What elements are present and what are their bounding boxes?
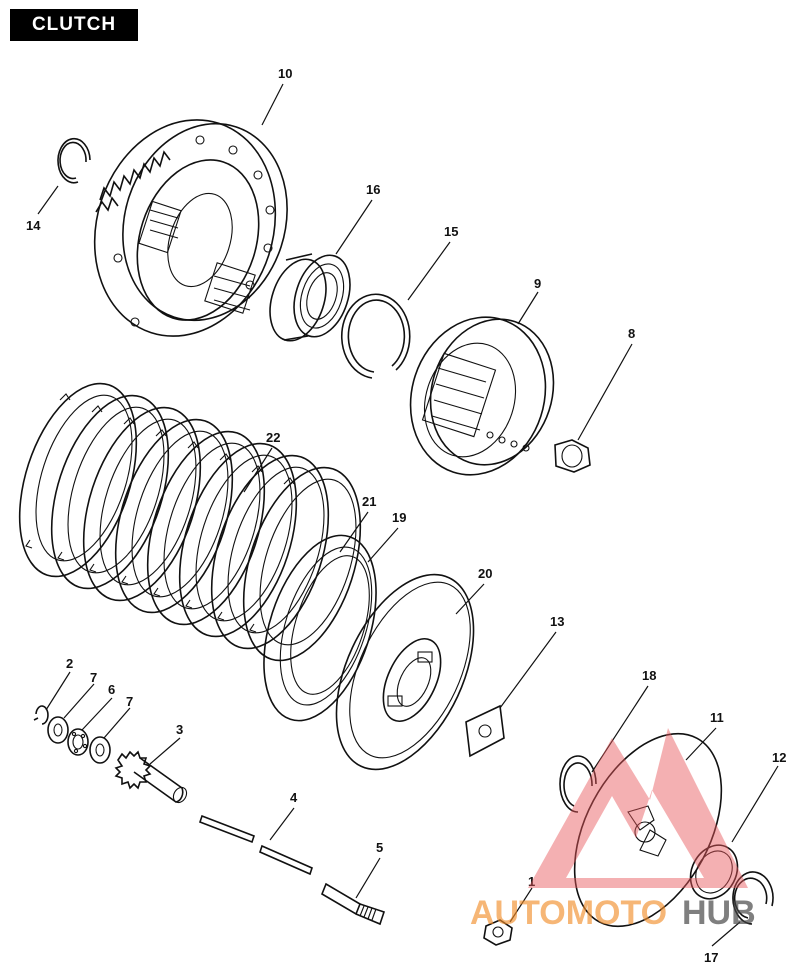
callout-11: 11: [710, 710, 724, 725]
callout-1: 1: [528, 874, 535, 889]
callout-19: 19: [392, 510, 406, 525]
callout-14: 14: [26, 218, 41, 233]
watermark-logo: AUTOMOTO HUB: [470, 728, 756, 932]
callout-7a: 7: [90, 670, 97, 685]
hub-nut: [554, 439, 591, 473]
callout-17: 17: [704, 950, 718, 965]
callout-9: 9: [534, 276, 541, 291]
callout-2: 2: [66, 656, 73, 671]
clutch-shell: [93, 119, 288, 337]
release-gear-rod: [114, 750, 188, 804]
snap-ring: [340, 293, 411, 379]
callout-7b: 7: [126, 694, 133, 709]
callout-18: 18: [642, 668, 656, 683]
lockplate: [465, 704, 505, 758]
adjusting-screw: [321, 882, 386, 926]
retaining-ring-14: [57, 137, 91, 184]
retaining-ring-18: [559, 755, 597, 813]
spring-seat-ring: [689, 844, 739, 900]
release-hardware-stack: [33, 705, 111, 764]
watermark-triangle: [528, 728, 748, 888]
callout-13: 13: [550, 614, 564, 629]
callout-4: 4: [290, 790, 298, 805]
callout-16: 16: [366, 182, 380, 197]
adjuster-nut: [483, 919, 513, 946]
watermark-text-automoto: AUTOMOTO: [470, 894, 667, 932]
bearing: [269, 253, 351, 342]
callout-12: 12: [772, 750, 786, 765]
retaining-ring-17: [732, 871, 774, 925]
callout-6: 6: [108, 682, 115, 697]
callout-8: 8: [628, 326, 635, 341]
push-rod: [198, 814, 313, 876]
pressure-plate: [335, 573, 475, 771]
callout-20: 20: [478, 566, 492, 581]
callout-15: 15: [444, 224, 458, 239]
callout-22: 22: [266, 430, 280, 445]
leader-lines: [37, 83, 779, 947]
clutch-plate-stack: [18, 382, 377, 722]
callout-21: 21: [362, 494, 376, 509]
watermark-text-hub: HUB: [682, 894, 756, 932]
callout-labels: 10 14 16 15 9 8 22 21 19 20 13 2 7 6 7 3…: [26, 66, 786, 965]
callout-3: 3: [176, 722, 183, 737]
page-title: CLUTCH: [10, 9, 138, 41]
callout-5: 5: [376, 840, 383, 855]
clutch-hub: [409, 316, 555, 476]
callout-10: 10: [278, 66, 292, 81]
